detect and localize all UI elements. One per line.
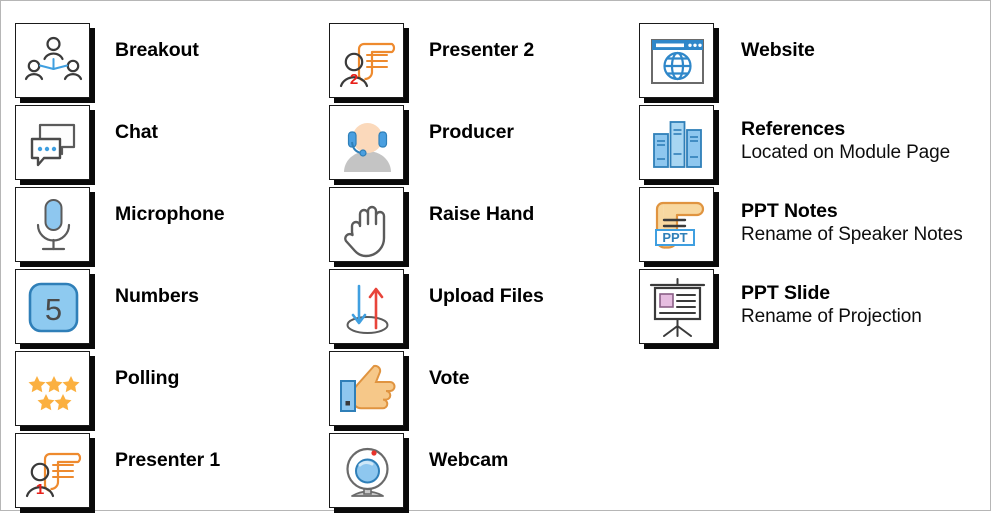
- breakout-icon[interactable]: [15, 23, 90, 98]
- webcam-icon[interactable]: [329, 433, 404, 508]
- legend-label-title: References: [741, 118, 846, 140]
- legend-label-block: Numbers: [115, 285, 199, 307]
- legend-label-block: Microphone: [115, 203, 225, 225]
- svg-text:5: 5: [45, 292, 62, 327]
- microphone-icon[interactable]: [15, 187, 90, 262]
- raise-hand-icon[interactable]: [329, 187, 404, 262]
- legend-label-title: Microphone: [115, 203, 225, 225]
- vote-icon[interactable]: [329, 351, 404, 426]
- polling-icon[interactable]: [15, 351, 90, 426]
- legend-label-title: Website: [741, 39, 815, 61]
- legend-label-title: Chat: [115, 121, 158, 143]
- legend-label-block: Webcam: [429, 449, 508, 471]
- legend-label-title: Producer: [429, 121, 514, 143]
- legend-label-title: Raise Hand: [429, 203, 535, 225]
- legend-label-title: Polling: [115, 367, 180, 389]
- legend-label-block: Producer: [429, 121, 514, 143]
- legend-label-title: PPT Slide: [741, 282, 831, 304]
- legend-label-block: Website: [741, 39, 815, 61]
- legend-label-subtitle: Rename of Speaker Notes: [741, 224, 963, 245]
- upload-files-icon[interactable]: [329, 269, 404, 344]
- legend-label-block: Upload Files: [429, 285, 544, 307]
- ppt-slide-icon[interactable]: [639, 269, 714, 344]
- legend-label-title: Upload Files: [429, 285, 544, 307]
- legend-label-title: Breakout: [115, 39, 199, 61]
- chat-icon[interactable]: [15, 105, 90, 180]
- svg-text:PPT: PPT: [662, 230, 687, 245]
- legend-label-block: Polling: [115, 367, 179, 389]
- legend-label-block: Chat: [115, 121, 158, 143]
- website-icon[interactable]: [639, 23, 714, 98]
- producer-icon[interactable]: [329, 105, 404, 180]
- legend-label-title: Presenter 2: [429, 39, 535, 61]
- legend-label-block: Raise Hand: [429, 203, 534, 225]
- legend-label-subtitle: Located on Module Page: [741, 142, 951, 163]
- legend-label-title: Numbers: [115, 285, 199, 307]
- legend-label-block: Breakout: [115, 39, 199, 61]
- svg-text:2: 2: [350, 71, 358, 88]
- presenter-2-icon[interactable]: 2: [329, 23, 404, 98]
- legend-label-title: Vote: [429, 367, 470, 389]
- numbers-icon[interactable]: 5: [15, 269, 90, 344]
- legend-label-subtitle: Rename of Projection: [741, 306, 922, 327]
- legend-label-block: Presenter 2: [429, 39, 534, 61]
- svg-text:1: 1: [36, 481, 44, 498]
- presenter-1-icon[interactable]: 1: [15, 433, 90, 508]
- legend-label-block: Vote: [429, 367, 470, 389]
- references-icon[interactable]: [639, 105, 714, 180]
- legend-label-title: PPT Notes: [741, 200, 838, 222]
- ppt-notes-icon[interactable]: PPT: [639, 187, 714, 262]
- legend-label-block: Presenter 1: [115, 449, 220, 471]
- legend-label-title: Webcam: [429, 449, 509, 471]
- legend-label-title: Presenter 1: [115, 449, 221, 471]
